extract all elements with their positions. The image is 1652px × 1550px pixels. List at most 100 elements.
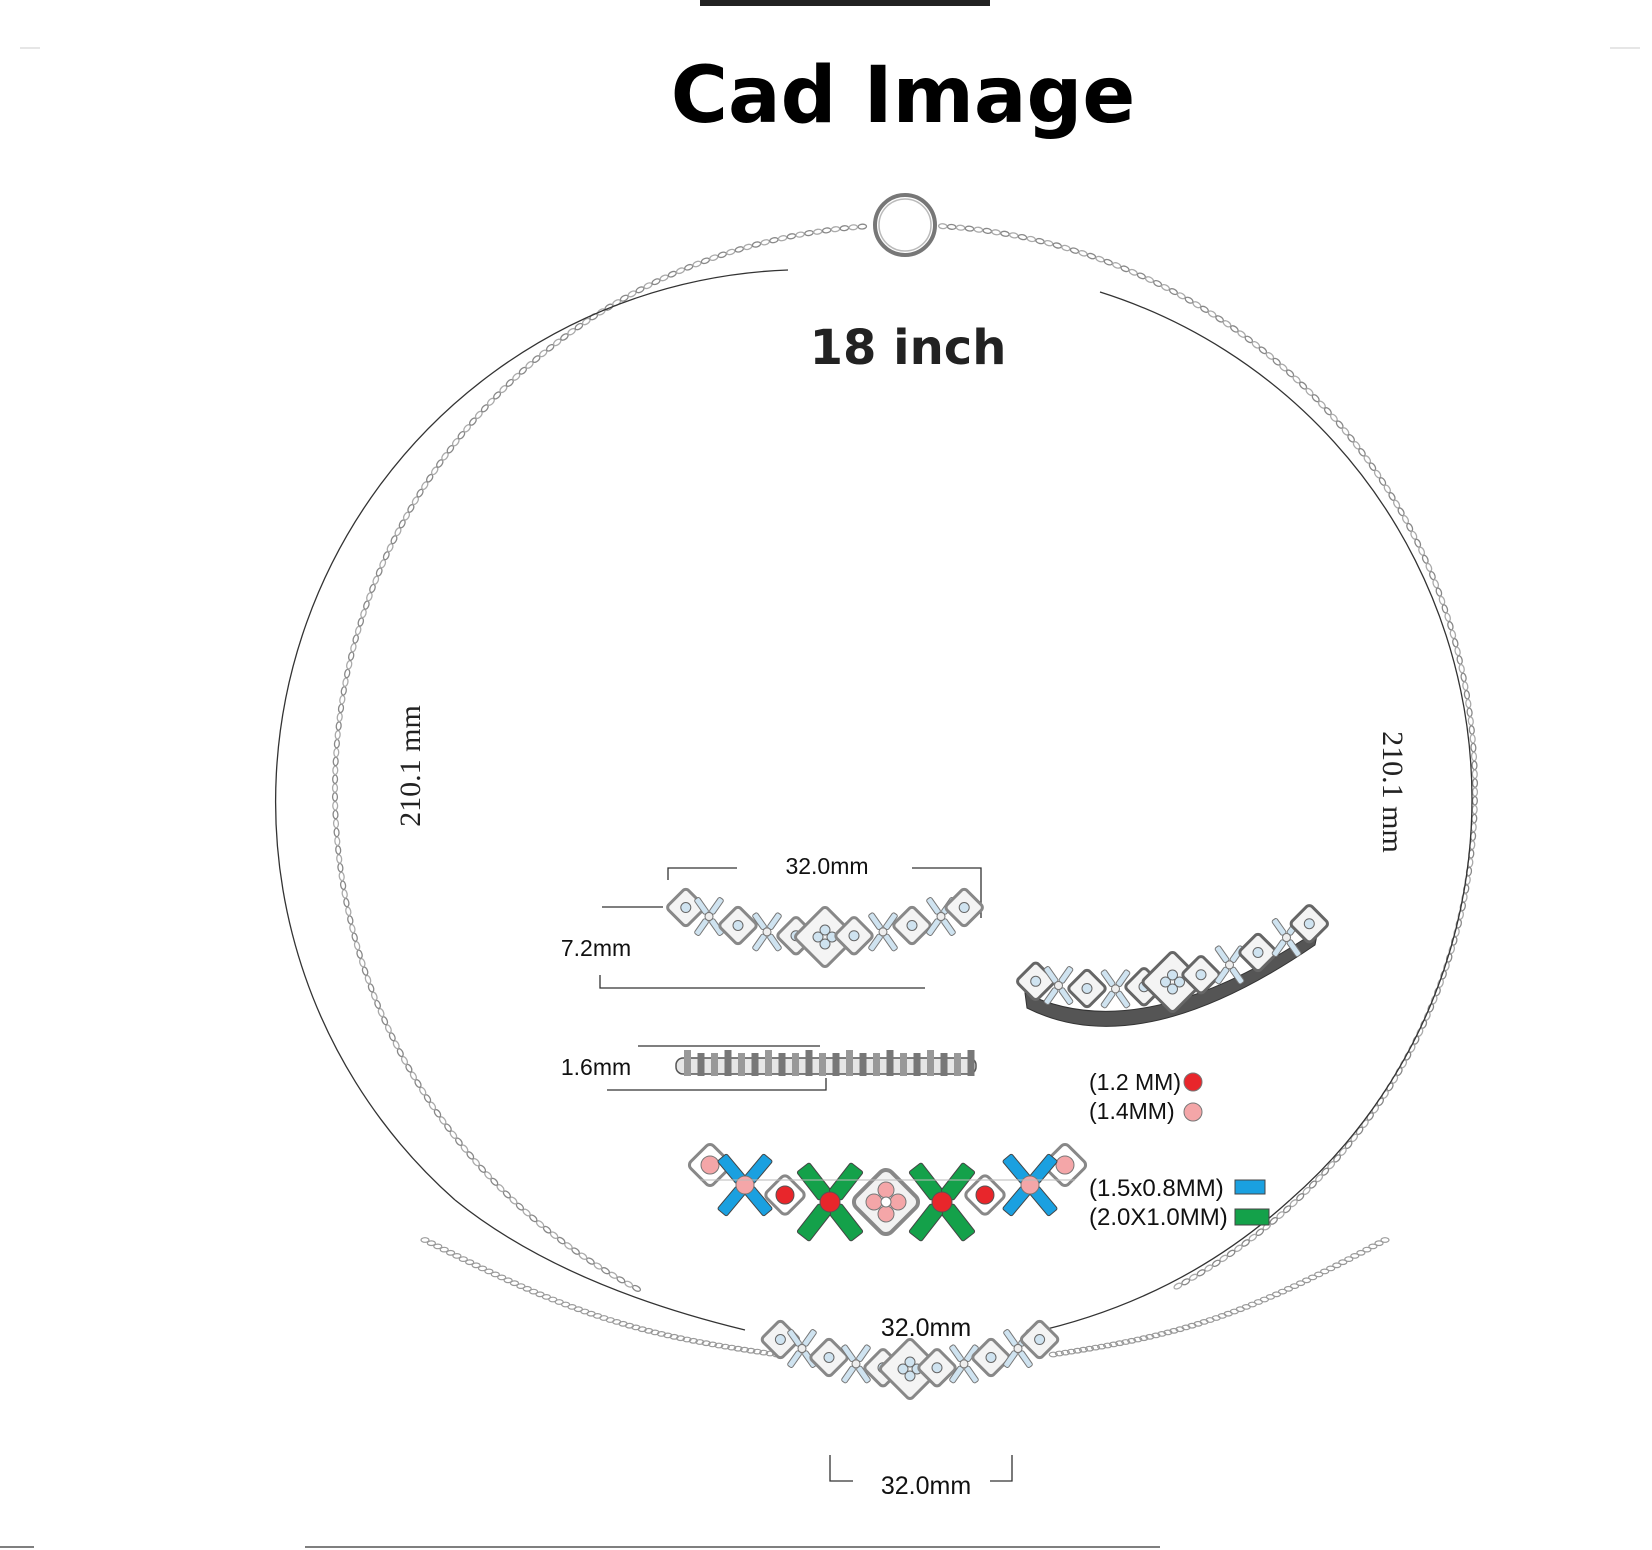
chain-link: [1139, 1335, 1149, 1342]
left-lower-dimension-line: [454, 1199, 746, 1331]
chain-link: [1069, 247, 1080, 254]
chain-link: [700, 257, 711, 265]
center-stone: [1054, 981, 1063, 991]
chain-link: [1112, 262, 1122, 269]
center-stone: [851, 1359, 861, 1369]
baguette-stone: [1018, 1350, 1033, 1368]
page-title: Cad Image: [671, 51, 1136, 141]
chain-link: [1121, 1339, 1131, 1345]
chain-link: [333, 747, 340, 758]
diamond-stone: [1174, 976, 1185, 988]
chain-link: [1307, 1274, 1318, 1281]
chain-link: [1301, 1277, 1312, 1284]
chain-link: [695, 1339, 705, 1345]
chain-link: [465, 1259, 475, 1266]
chain-link: [1356, 1249, 1366, 1256]
chain-link: [812, 228, 823, 235]
pink-stone: [877, 1205, 895, 1223]
center-stone: [704, 912, 714, 922]
chain-link: [1421, 554, 1429, 564]
diamond-stone: [1195, 969, 1207, 981]
chain-link: [973, 226, 984, 233]
chain-link: [357, 617, 365, 627]
chain-link: [522, 1285, 532, 1292]
chain-link: [370, 991, 378, 1001]
chain-link: [452, 1252, 462, 1259]
chain-link: [356, 949, 363, 959]
chain-link: [1463, 689, 1471, 700]
chain-link: [1449, 629, 1457, 640]
baguette-stone: [941, 918, 956, 936]
chain-link: [1102, 1342, 1113, 1349]
side-prong: [724, 1050, 732, 1076]
chain-link: [717, 251, 728, 259]
chain-link: [352, 634, 359, 644]
chain-link: [1429, 570, 1436, 581]
chain-link: [1471, 787, 1479, 797]
thickness-label: 1.6mm: [561, 1054, 631, 1080]
chain-link: [1460, 672, 1467, 683]
baguette-stone: [752, 933, 767, 952]
baguette-stone: [1214, 945, 1230, 964]
cropped-top-text: [700, 0, 990, 6]
chain-link: [1017, 233, 1028, 241]
pendant-stone-map: [687, 1142, 1088, 1242]
chain-link: [777, 235, 788, 242]
side-prong: [751, 1053, 759, 1076]
chain-link: [955, 224, 966, 231]
chain-link: [364, 974, 372, 985]
chain-link: [1471, 813, 1478, 824]
diamond-stone: [1167, 969, 1178, 981]
chain-link: [347, 915, 354, 925]
chain-link: [477, 1265, 488, 1272]
diamond-stone: [958, 902, 970, 914]
baguette-stone: [1115, 990, 1131, 1009]
side-prong: [805, 1050, 813, 1076]
chain-link: [332, 774, 339, 785]
chain-link: [1043, 239, 1054, 247]
diamond-stone: [1160, 976, 1171, 988]
side-prong: [940, 1053, 948, 1076]
chain-link: [667, 270, 677, 278]
chain-link: [1471, 795, 1478, 806]
chain-link: [471, 1262, 481, 1269]
diamond-stone: [732, 919, 744, 931]
chain-link: [830, 226, 841, 233]
side-prong: [954, 1053, 961, 1076]
chain-link: [346, 660, 353, 670]
right-side-length-label: 210.1 mm: [1376, 731, 1409, 853]
legend-swatch-blue: [1234, 1179, 1266, 1195]
front-width-label: 32.0mm: [785, 853, 868, 879]
chain-link: [384, 1024, 392, 1034]
chain-link: [1338, 1259, 1348, 1266]
chain-link: [446, 1249, 456, 1256]
chain-link: [1425, 562, 1433, 573]
side-prong: [738, 1053, 745, 1076]
chain-link: [795, 231, 805, 238]
left-side-length-label: 210.1 mm: [394, 705, 427, 827]
chain-link: [1035, 237, 1045, 245]
right-length-dimension-line: [1099, 291, 1473, 1201]
chain-link: [1470, 751, 1478, 762]
chain-link: [964, 225, 975, 232]
chain-link: [682, 1336, 692, 1343]
chain-link: [345, 906, 352, 917]
pendant-side-view: [675, 1050, 977, 1076]
chain-link: [333, 827, 340, 838]
chain-link: [751, 241, 762, 248]
chain-link: [333, 738, 340, 749]
chain-link: [709, 254, 719, 262]
chain-link: [1144, 276, 1155, 284]
chain-link: [338, 871, 345, 882]
diamond-stone: [1030, 975, 1042, 987]
chain-link: [804, 229, 814, 237]
chain-link: [1120, 265, 1130, 273]
pink-stone: [877, 1181, 895, 1199]
center-stone: [762, 927, 772, 937]
height-dimension-bottom: [599, 975, 925, 989]
chain-link: [1441, 604, 1449, 614]
side-prong: [927, 1050, 934, 1076]
front-width-bracket-right: [912, 867, 982, 918]
